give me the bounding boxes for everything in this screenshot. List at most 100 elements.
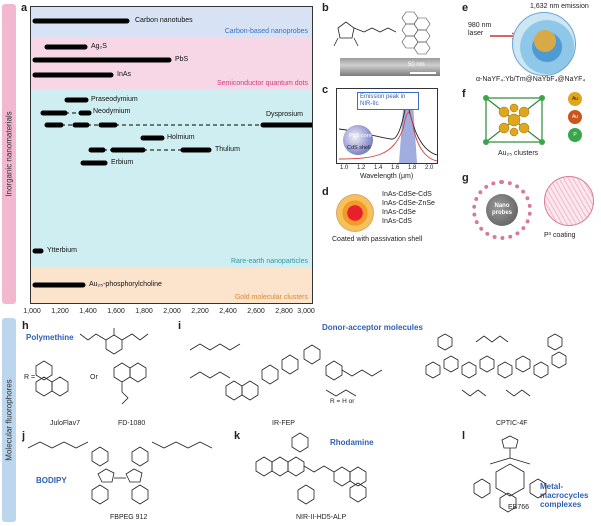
tick-2200: 2,200 xyxy=(191,308,209,315)
panel-l-name: EB766 xyxy=(508,504,530,511)
panel-c-shell-label: CdS shell xyxy=(347,145,371,151)
panel-f-cluster xyxy=(483,95,545,145)
sidebar-inorganic-label: Inorganic nanomaterials xyxy=(4,111,14,197)
panel-j-class: BODIPY xyxy=(36,476,67,485)
tick-2800: 2,800 xyxy=(275,308,293,315)
panel-g-caption: P³ coating xyxy=(544,232,576,239)
tick-2000: 2,000 xyxy=(163,308,181,315)
panel-c-sphere xyxy=(343,125,373,155)
panel-g-center-text: Nano probes xyxy=(491,203,512,216)
c-tick-20: 2.0 xyxy=(425,165,434,171)
sidebar-molecular-label: Molecular fluorophores xyxy=(4,379,14,461)
panel-d-layers: InAs-CdSe-CdS InAs-CdSe-ZnSe InAs-CdSe I… xyxy=(382,190,435,226)
label-thulium: Thulium xyxy=(215,146,240,153)
label-ag2s: Ag₂S xyxy=(91,43,107,50)
panel-d-label: d xyxy=(322,186,329,198)
panel-b-scale-bar xyxy=(410,72,436,74)
label-erbium: Erbium xyxy=(111,159,134,166)
panel-e-emission: 1,632 nm emission xyxy=(530,3,589,10)
panel-i-name-2: CPTIC-4F xyxy=(496,420,528,427)
label-dysprosium: Dysprosium xyxy=(266,111,303,118)
panel-h-class: Polymethine xyxy=(26,333,74,342)
band-label-quantum-dots: Semiconductor quantum dots xyxy=(216,80,308,87)
label-neodymium: Neodymium xyxy=(93,108,131,115)
panel-c-core-label: PbS core xyxy=(349,133,372,139)
label-carbon-nanotubes: Carbon nanotubes xyxy=(135,17,193,24)
panel-a-label: a xyxy=(21,2,28,14)
panel-k-structure xyxy=(255,432,367,505)
c-tick-10: 1.0 xyxy=(340,165,349,171)
panel-k-class: Rhodamine xyxy=(330,438,374,447)
panel-c-annotation: Emission peak in NIR-IIc xyxy=(357,92,419,110)
atom-label-au2: Au xyxy=(571,114,579,120)
panel-h-or: Or xyxy=(90,374,98,381)
layer-2: InAs-CdSe-ZnSe xyxy=(382,200,435,207)
panel-i-label: i xyxy=(178,320,182,332)
panel-b-label: b xyxy=(322,2,329,14)
label-pbs: PbS xyxy=(175,56,189,63)
panel-k-label: k xyxy=(234,430,241,442)
panel-j-label: j xyxy=(22,430,26,442)
panel-f-atom-au2: Au xyxy=(568,110,582,124)
atom-label-p: P xyxy=(573,132,577,138)
layer-1: InAs-CdSe-CdS xyxy=(382,191,432,198)
panel-j-structure xyxy=(27,441,213,505)
sidebar-molecular: Molecular fluorophores xyxy=(2,318,16,522)
c-tick-16: 1.6 xyxy=(391,165,400,171)
panel-f-caption: Au₂₅ clusters xyxy=(498,150,539,157)
panel-b-tem-image xyxy=(340,58,440,76)
tick-1600: 1,600 xyxy=(107,308,125,315)
panel-c-annotation-text: Emission peak in NIR-IIc xyxy=(360,94,406,107)
c-tick-18: 1.8 xyxy=(408,165,417,171)
panel-g-zoom xyxy=(544,176,594,226)
panel-c-plot: Emission peak in NIR-IIc PbS core CdS sh… xyxy=(336,88,438,164)
label-au25: Au₂₅-phosphorylcholine xyxy=(89,281,162,288)
label-praseodymium: Praseodymium xyxy=(91,96,138,103)
tick-1800: 1,800 xyxy=(135,308,153,315)
tick-2600: 2,600 xyxy=(247,308,265,315)
band-label-carbon: Carbon-based nanoprobes xyxy=(224,28,308,35)
c-tick-14: 1.4 xyxy=(374,165,383,171)
atom-label-au1: Au xyxy=(571,96,579,102)
layer-4: InAs-CdS xyxy=(382,218,412,225)
panel-g-halo xyxy=(472,180,532,240)
tick-2400: 2,400 xyxy=(219,308,237,315)
layer-3: InAs-CdSe xyxy=(382,209,416,216)
tick-1400: 1,400 xyxy=(79,308,97,315)
panel-a-chart: Carbon nanotubes Ag₂S PbS InAs Praseodym… xyxy=(30,6,313,304)
tick-1000: 1,000 xyxy=(23,308,41,315)
panel-f-label: f xyxy=(462,88,466,100)
panel-b-structure xyxy=(333,11,431,55)
tick-3000: 3,000 xyxy=(297,308,315,315)
label-ytterbium: Ytterbium xyxy=(47,247,77,254)
panel-c-xlabel: Wavelength (μm) xyxy=(360,173,414,180)
panel-d-sphere xyxy=(336,194,374,232)
panel-d-caption: Coated with passivation shell xyxy=(332,236,423,243)
panel-a-bars xyxy=(32,18,312,288)
panel-i-class: Donor-acceptor molecules xyxy=(322,323,423,332)
panel-g-label: g xyxy=(462,172,469,184)
panel-e-laser: 980 nm laser xyxy=(468,22,492,37)
tick-1200: 1,200 xyxy=(51,308,69,315)
panel-e-core xyxy=(534,30,556,52)
panel-c-label: c xyxy=(322,84,329,96)
panel-j-name: FBPEG 912 xyxy=(110,514,148,521)
panel-h-r: R = xyxy=(24,374,36,381)
panel-l-class: Metal-macrocycles complexes xyxy=(540,482,589,509)
panel-l-structure xyxy=(473,435,547,513)
band-label-gold: Gold molecular clusters xyxy=(234,294,308,301)
panel-e-label: e xyxy=(462,2,469,14)
panel-b-scale-text: 50 nm xyxy=(408,62,425,68)
panel-g-core: Nano probes xyxy=(486,194,518,226)
panel-f-atom-au1: Au xyxy=(568,92,582,106)
band-label-rare-earth: Rare-earth nanoparticles xyxy=(230,258,308,265)
panel-k-name: NIR-II-HD5-ALP xyxy=(296,514,347,521)
panel-h-label: h xyxy=(22,320,29,332)
panel-i-r-note: R = H or xyxy=(330,398,355,405)
c-tick-12: 1.2 xyxy=(357,165,366,171)
panel-h-name-1: JuloFlav7 xyxy=(50,420,80,427)
label-holmium: Holmium xyxy=(167,134,195,141)
label-inas: InAs xyxy=(117,71,132,78)
panel-e-formula: α-NaYF₄:Yb/Tm@NaYbF₄@NaYF₄ xyxy=(476,76,586,83)
panel-i-structures xyxy=(189,333,567,401)
